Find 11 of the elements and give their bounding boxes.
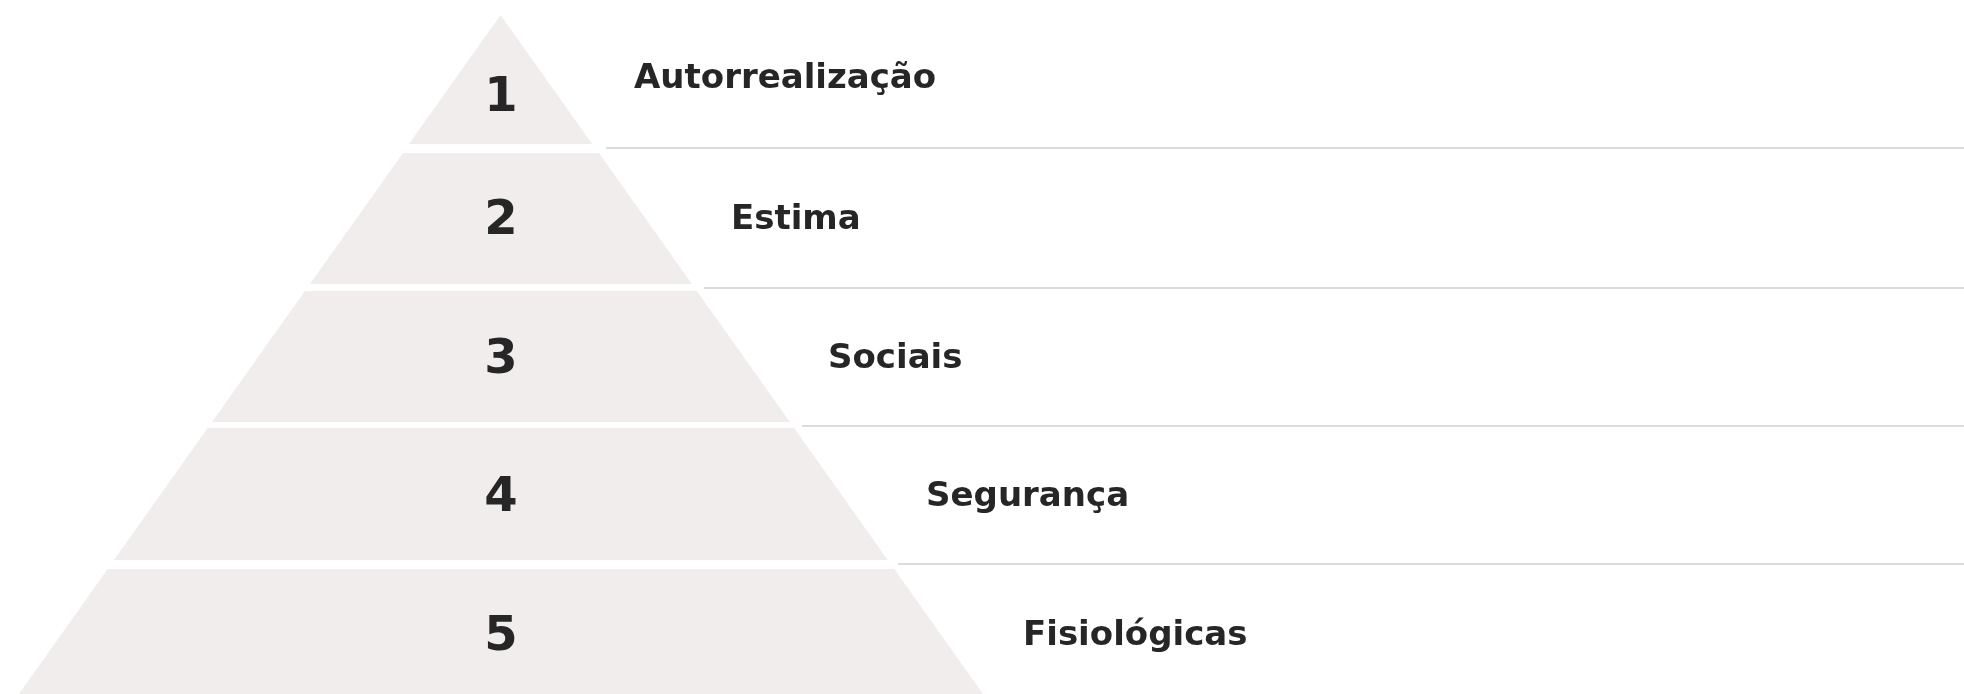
level-number: 5 bbox=[484, 609, 518, 657]
pyramid-level bbox=[114, 428, 888, 560]
level-number: 3 bbox=[484, 332, 518, 380]
level-number: 2 bbox=[484, 193, 518, 241]
level-label: Segurança bbox=[926, 477, 1130, 511]
level-label: Autorrealização bbox=[634, 59, 937, 93]
level-label: Sociais bbox=[828, 339, 963, 373]
level-label: Estima bbox=[731, 200, 861, 234]
level-number: 4 bbox=[484, 470, 518, 518]
level-label: Fisiológicas bbox=[1023, 616, 1248, 650]
level-number: 1 bbox=[484, 70, 518, 118]
